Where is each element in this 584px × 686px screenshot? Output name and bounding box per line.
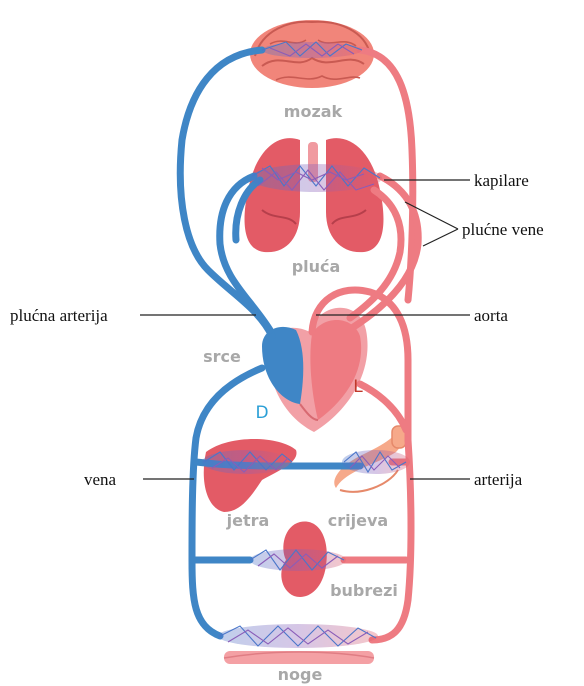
capillary-network-brain xyxy=(262,42,362,58)
callout-capillaries: kapilare xyxy=(474,171,529,190)
leader-pulmonary-vein-b xyxy=(423,229,458,246)
callout-aorta: aorta xyxy=(474,306,508,325)
capillary-network-kidneys xyxy=(250,549,346,571)
organ-label-heart: srce xyxy=(203,347,241,366)
organ-label-intestine: crijeva xyxy=(328,511,388,530)
lungs-shape xyxy=(245,138,384,252)
organ-label-kidneys: bubrezi xyxy=(330,581,398,600)
capillary-network-lungs xyxy=(250,164,382,192)
callout-artery: arterija xyxy=(474,470,523,489)
heart-left-side-letter: L xyxy=(353,377,363,397)
capillary-network-legs xyxy=(218,624,378,648)
callout-pulmonary-artery: plućna arterija xyxy=(10,306,108,325)
organ-label-lungs: pluća xyxy=(292,257,341,276)
organ-label-brain: mozak xyxy=(284,102,343,121)
organ-label-liver: jetra xyxy=(226,511,270,530)
heart-right-side-letter: D xyxy=(255,403,268,423)
liver-shape xyxy=(204,439,297,512)
capillary-network-intestine xyxy=(342,450,410,474)
callout-pulmonary-veins: plućne vene xyxy=(462,220,544,239)
callout-vein: vena xyxy=(84,470,117,489)
legs-shape xyxy=(224,651,374,664)
organ-label-legs: noge xyxy=(278,665,323,684)
